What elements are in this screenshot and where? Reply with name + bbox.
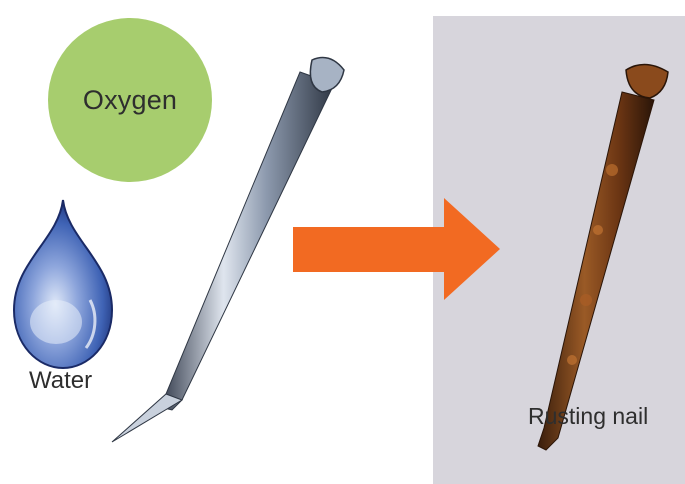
water-label: Water (29, 367, 92, 395)
arrow-right-icon (293, 198, 500, 300)
rusty-nail (538, 64, 668, 450)
water-drop-icon (14, 200, 112, 368)
rusting-nail-label: Rusting nail (528, 403, 648, 430)
